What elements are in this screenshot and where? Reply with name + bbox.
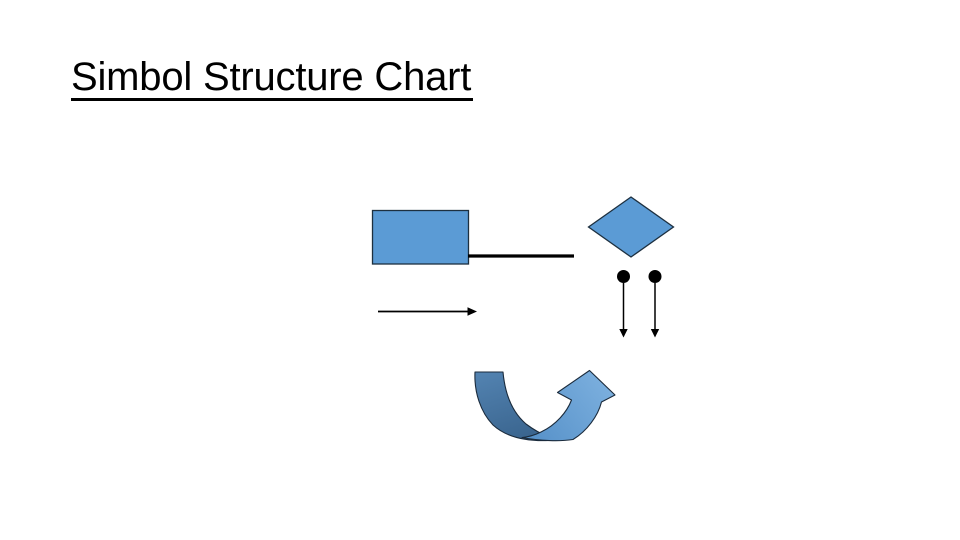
data-couple-circle — [648, 270, 662, 283]
curved-arrow-dark-band — [474, 371, 550, 442]
flow-arrow — [378, 307, 477, 316]
data-couple-arrowhead — [650, 329, 660, 338]
data-couple-arrow-right — [648, 270, 662, 338]
data-couple-circle — [617, 270, 630, 283]
curved-arrow-head-limb — [521, 369, 616, 442]
page-title-text: Simbol Structure Chart — [71, 55, 474, 101]
decision-diamond — [587, 196, 675, 258]
data-couple-arrow-left — [617, 270, 630, 338]
curved-u-arrow — [474, 369, 616, 442]
module-rectangle — [371, 209, 470, 265]
data-couple-arrowhead — [619, 329, 628, 338]
page-title: Simbol Structure Chart — [71, 55, 474, 101]
flow-arrow-head — [467, 307, 477, 316]
